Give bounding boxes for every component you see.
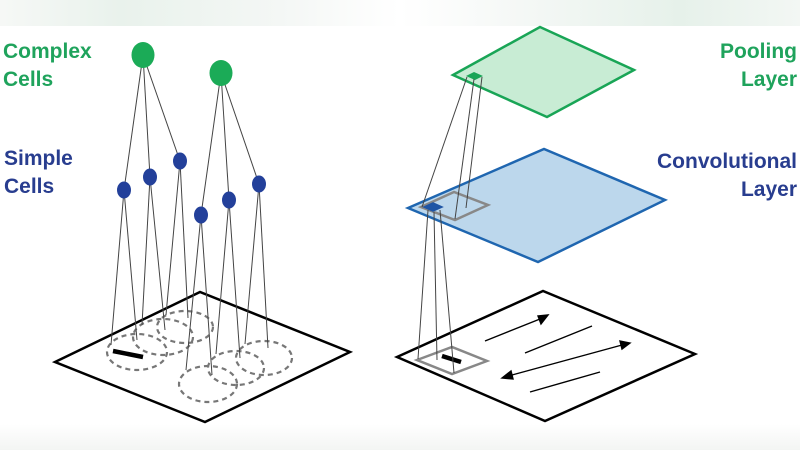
pool-unit <box>466 72 483 80</box>
simple-cell-3 <box>173 152 187 170</box>
complex-cells-label-line1: Complex <box>3 40 92 63</box>
convolutional-layer-label-line2: Layer <box>740 178 797 201</box>
arrow-1 <box>484 318 541 342</box>
connections-right <box>417 76 483 374</box>
simple-cell-2 <box>143 168 157 186</box>
convolutional-layer-label: Convolutional Layer <box>657 148 797 204</box>
complex-cells-label-line2: Cells <box>3 68 54 91</box>
receptive-field-3 <box>155 309 215 345</box>
biological-model <box>51 42 354 424</box>
complex-cell-2 <box>209 60 233 86</box>
pooling-layer-plane <box>450 25 637 119</box>
simple-cell-1 <box>117 181 131 199</box>
motion-arrows <box>484 314 632 393</box>
receptive-field-1 <box>105 332 169 372</box>
line-2 <box>524 325 593 354</box>
simple-cells-label: Simple Cells <box>4 145 73 201</box>
input-stimulus-bar <box>441 353 462 365</box>
pooling-layer-label-line1: Pooling <box>720 40 797 63</box>
arrow-3 <box>511 344 623 376</box>
complex-cells <box>131 42 233 86</box>
convolutional-layer-plane <box>404 147 669 264</box>
right-input-plane <box>393 289 699 423</box>
simple-cells-label-line1: Simple <box>4 147 73 170</box>
cnn-model <box>393 25 699 423</box>
simple-cell-6 <box>252 175 266 193</box>
pooling-layer-label: Pooling Layer <box>720 38 797 94</box>
receptive-field-6 <box>234 339 294 377</box>
complex-cell-1 <box>131 42 155 68</box>
line-4 <box>529 371 601 393</box>
simple-cell-4 <box>194 206 208 224</box>
convolutional-layer-label-line1: Convolutional <box>657 150 797 173</box>
stimulus-bar <box>112 348 144 360</box>
receptive-fields <box>105 309 294 404</box>
receptive-field-2 <box>131 317 195 357</box>
simple-cell-5 <box>222 191 236 209</box>
conv-receptive-box <box>417 190 492 222</box>
complex-cells-label: Complex Cells <box>3 38 92 94</box>
top-background-band <box>0 0 800 26</box>
input-receptive-box <box>413 345 491 376</box>
pooling-layer-label-line2: Layer <box>740 68 797 91</box>
conv-unit <box>422 202 444 212</box>
bottom-background-band <box>0 424 800 450</box>
simple-cells-label-line2: Cells <box>4 175 55 198</box>
connections-left <box>110 54 269 376</box>
receptive-field-5 <box>206 349 266 387</box>
simple-cells <box>117 152 266 224</box>
left-input-plane <box>51 290 354 424</box>
